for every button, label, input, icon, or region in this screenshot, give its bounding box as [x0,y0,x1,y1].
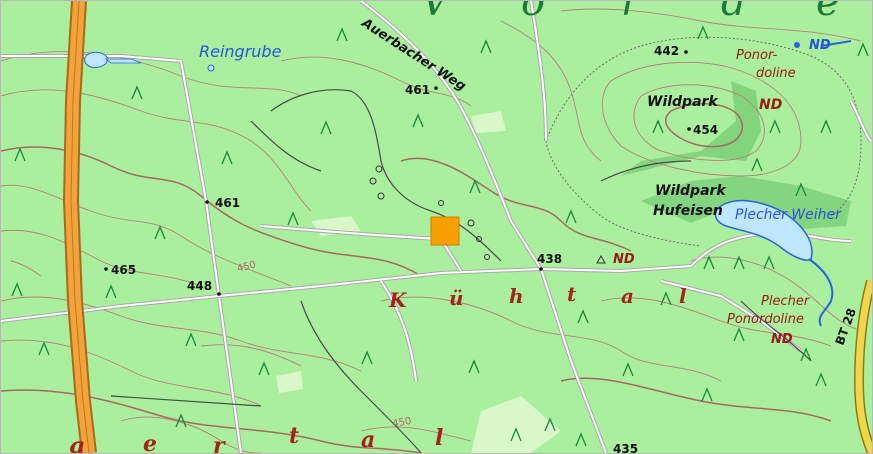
label-doline-top: doline [756,66,796,81]
kuhtal-letter: l [679,284,687,308]
rock-features [369,165,606,264]
label-contour-450-bottom: 450 [392,416,413,430]
label-nd-bottom: ND [771,332,793,347]
enclosure-fence [545,140,702,247]
pond [104,58,142,64]
label-contour-450-left: 450 [236,259,257,275]
top-letter: V [421,1,454,25]
label-elevation-461-left: 461 [215,196,240,210]
label-nd-wildpark: ND [759,97,782,113]
label-elevation-465: 465 [111,263,136,277]
bottom-letter: t [289,423,299,449]
label-elevation-438: 438 [537,252,562,266]
kuhtal-letter: K [388,288,408,312]
kuhtal-area-name: K ü h t a l [388,282,687,312]
label-ponordoline-top: Ponor- [736,48,778,63]
tree-symbols [11,25,869,447]
label-elevation-448: 448 [187,279,212,293]
label-elevation-435: 435 [613,442,638,453]
kuhtal-letter: h [509,284,524,308]
bottom-letter: l [435,425,443,451]
bottom-letter: a [361,427,375,453]
label-plecher-weiher: Plecher Weiher [735,207,842,223]
top-letter: r [621,1,643,25]
road-bt28 [855,280,872,453]
kuhtal-letter: ü [449,286,464,310]
bottom-area-name: g e r t a l [69,423,443,453]
plecher-weiher-lake [714,199,813,261]
spot-heights [104,50,691,296]
natural-monument-point [794,42,800,48]
label-elevation-461-top: 461 [405,83,430,97]
kuhtal-letter: a [621,284,634,308]
small-pond [207,64,215,72]
label-reingrube: Reingrube [199,42,282,61]
forest-tracks [110,89,812,453]
label-elevation-442: 442 [654,44,679,58]
enclosure-fence [545,36,862,217]
label-plecher-ponordoline-2: Ponordoline [727,312,804,327]
label-nd-mid: ND [613,252,635,267]
label-wildpark-hufeisen-1: Wildpark [655,183,727,199]
bottom-letter: r [213,433,226,453]
bottom-letter: g [69,433,84,453]
location-marker[interactable] [430,216,460,246]
top-area-name: V o r d e [421,1,840,25]
clearing [471,396,561,453]
top-letter: d [721,1,747,25]
clearing [471,111,506,133]
label-wildpark-hufeisen-2: Hufeisen [653,203,723,219]
bottom-letter: e [143,431,157,453]
stream [820,40,852,47]
label-plecher-ponordoline-1: Plecher [761,294,811,309]
pond [84,51,108,68]
top-letter: e [816,1,840,25]
label-wildpark: Wildpark [647,94,719,110]
kuhtal-letter: t [567,282,577,306]
dark-forest-patch [621,81,761,176]
clearing [276,371,303,393]
top-letter: o [521,1,545,25]
label-elevation-454: 454 [693,123,718,137]
stream [808,258,834,327]
label-nd-blue: ND [809,38,831,53]
motorway-center [70,1,90,453]
